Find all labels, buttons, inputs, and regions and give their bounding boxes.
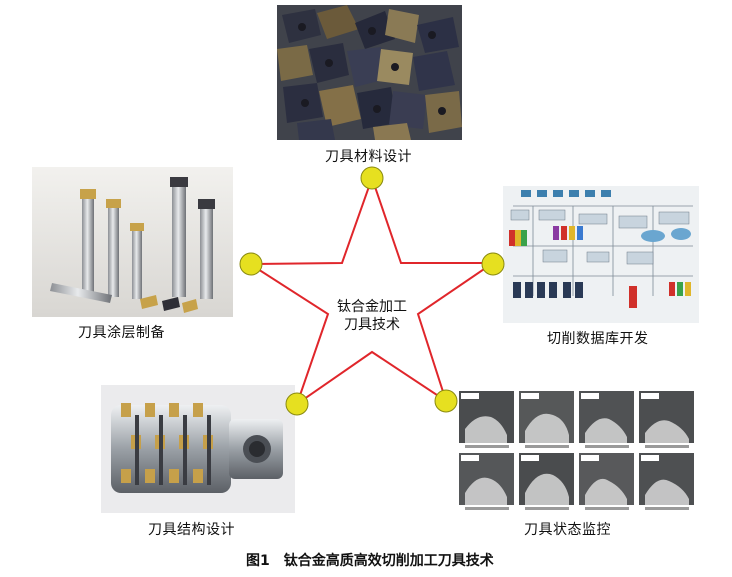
node-tool-material xyxy=(360,166,384,190)
database-image xyxy=(503,186,699,323)
photo-tool-coating xyxy=(32,167,233,317)
star-outline xyxy=(246,174,497,407)
caption-tool-structure: 刀具结构设计 xyxy=(148,522,235,538)
photo-cutting-database xyxy=(503,186,699,323)
node-tool-monitoring xyxy=(434,389,458,413)
photo-tool-structure xyxy=(101,385,295,513)
center-label-line2: 刀具技术 xyxy=(344,317,400,333)
center-label: 钛合金加工 刀具技术 xyxy=(322,298,422,334)
inserts-image xyxy=(277,5,462,140)
node-tool-coating xyxy=(239,252,263,276)
center-label-line1: 钛合金加工 xyxy=(337,299,407,315)
photo-tool-monitoring xyxy=(457,389,696,513)
figure-number: 图1 xyxy=(246,553,270,569)
caption-tool-monitoring: 刀具状态监控 xyxy=(524,522,611,538)
caption-cutting-database: 切削数据库开发 xyxy=(547,331,649,347)
milling-cutter-image xyxy=(101,385,295,513)
node-cutting-database xyxy=(481,252,505,276)
figure-title: 钛合金高质高效切削加工刀具技术 xyxy=(283,553,494,569)
micrographs-image xyxy=(457,389,696,513)
node-tool-structure xyxy=(285,392,309,416)
drills-image xyxy=(32,167,233,317)
photo-tool-material xyxy=(277,5,462,140)
caption-tool-material: 刀具材料设计 xyxy=(325,149,412,165)
figure-caption: 图1 钛合金高质高效切削加工刀具技术 xyxy=(246,550,494,570)
caption-tool-coating: 刀具涂层制备 xyxy=(78,325,165,341)
